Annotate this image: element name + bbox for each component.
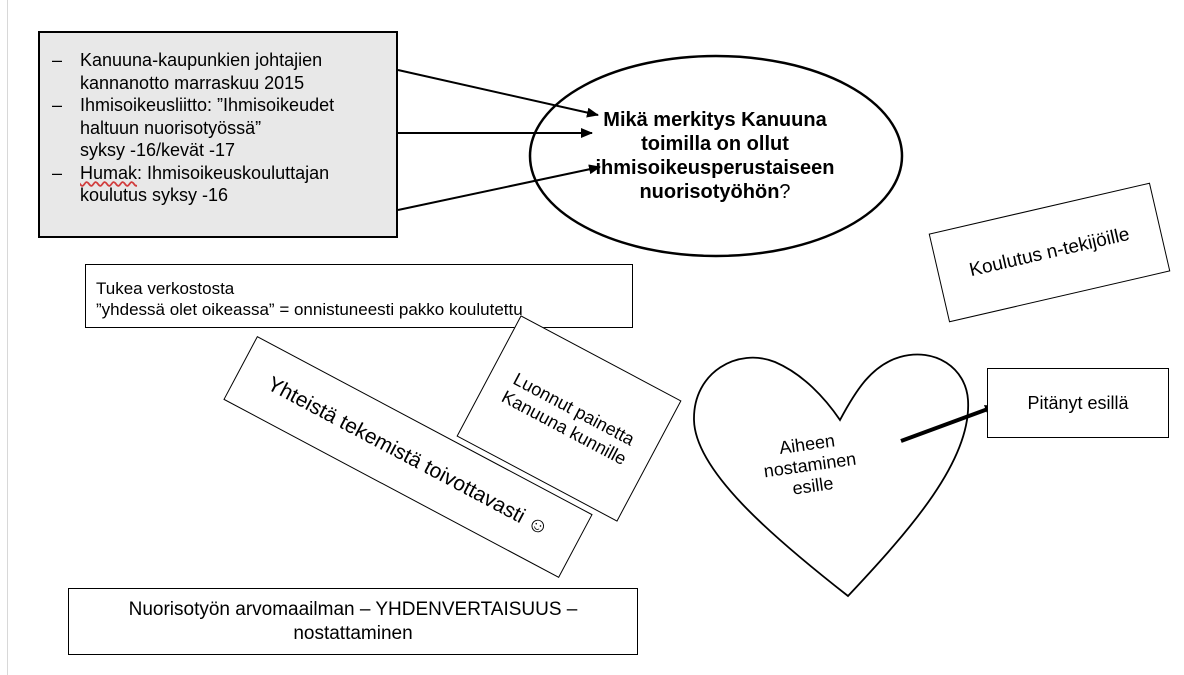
question-text: Mikä merkitys Kanuuna toimilla on ollut … — [595, 109, 835, 203]
values-box: Nuorisotyön arvomaailman – YHDENVERTAISU… — [68, 588, 638, 655]
sources-box: Kanuuna-kaupunkien johtajien kannanotto … — [38, 31, 398, 238]
source-item: Kanuuna-kaupunkien johtajien kannanotto … — [52, 49, 384, 94]
question-ellipse — [528, 54, 904, 258]
humak-label: Humak — [80, 162, 138, 183]
kept-visible-box: Pitänyt esillä — [987, 368, 1169, 438]
network-support-box: Tukea verkostosta ”yhdessä olet oikeassa… — [85, 264, 633, 328]
slide-edge-line — [7, 0, 8, 675]
heart-arrow — [900, 404, 997, 443]
source-item: Ihmisoikeusliitto: ”Ihmisoikeudet haltuu… — [52, 94, 384, 162]
heart-shape — [693, 353, 969, 598]
arrow-top — [397, 69, 599, 118]
sources-list: Kanuuna-kaupunkien johtajien kannanotto … — [52, 49, 384, 207]
source-item: Humak: Ihmisoikeuskouluttajan koulutus s… — [52, 162, 384, 207]
arrow-bottom — [397, 164, 601, 211]
